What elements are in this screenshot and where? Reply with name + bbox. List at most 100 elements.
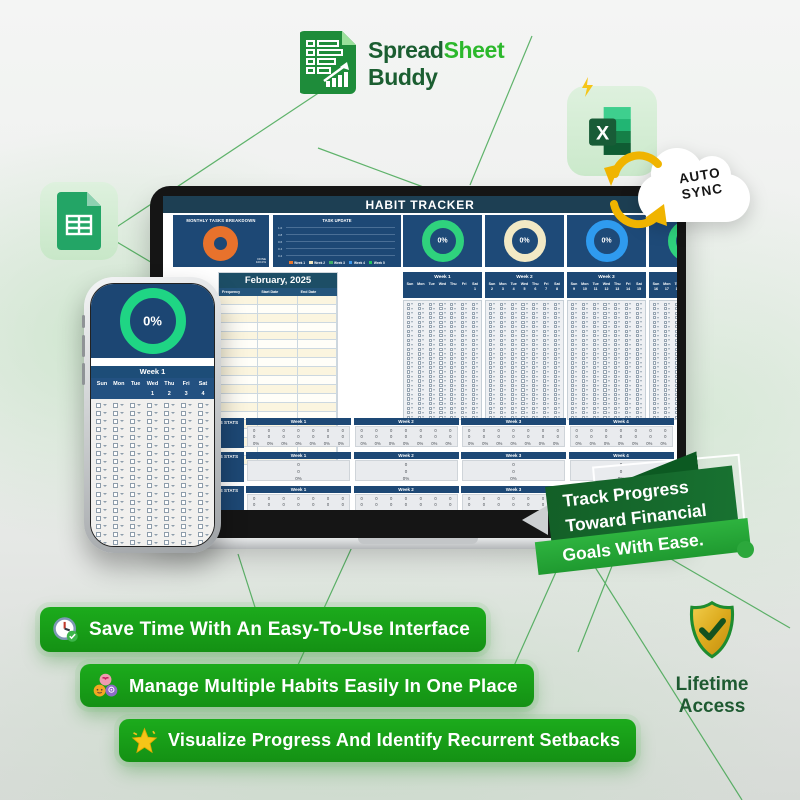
laptop-screen: HABIT TRACKER MONTHLY TASKS BREAKDOWN DO… — [163, 196, 677, 510]
week-checkbox-grid — [567, 300, 646, 420]
google-sheets-badge — [40, 182, 118, 260]
calendar-row — [219, 296, 337, 305]
monthly-title: MONTHLY TASKS BREAKDOWN — [186, 218, 256, 223]
calendar-row — [219, 358, 337, 368]
sync-arrows-icon — [604, 151, 667, 229]
svg-text:X: X — [596, 122, 610, 144]
task-chart-area: 1.0 0.8 0.6 0.4 0.2 — [278, 226, 395, 258]
logo-text-line1: SpreadSheet — [368, 37, 505, 63]
calendar-row — [219, 331, 337, 341]
phone-checkbox-grid — [91, 399, 214, 546]
clock-icon — [52, 616, 79, 643]
legend-item: Week 5 — [368, 261, 385, 265]
phone-donut-panel: 0% — [91, 284, 214, 358]
week-checkbox-grid — [649, 300, 677, 420]
week-checkbox-grid — [403, 300, 482, 420]
calendar-row — [219, 340, 337, 350]
calendar-row — [219, 304, 337, 314]
laptop-base — [112, 538, 724, 549]
excel-icon: X — [589, 107, 631, 155]
calendar-column: Start Date — [261, 290, 279, 294]
calendar-body — [219, 296, 337, 465]
excel-badge: X — [567, 86, 657, 176]
legend-item: Week 2 — [309, 261, 325, 265]
week-checkbox-grid — [485, 300, 564, 420]
chart-gridline: 0.8 — [278, 233, 395, 237]
logo-icon — [300, 31, 356, 94]
calendar-panel: February, 2025 Frequency Start Date End Da… — [218, 272, 338, 465]
calendar-row — [219, 349, 337, 359]
banner-text: Visualize Progress And Identify Recurren… — [168, 730, 621, 750]
calendar-title: February, 2025 — [219, 273, 337, 288]
spark-icon — [582, 77, 593, 97]
banner-text: Manage Multiple Habits Easily In One Pla… — [129, 674, 518, 696]
lifetime-badge: Lifetime Access — [664, 600, 760, 718]
calendar-row — [219, 367, 337, 377]
week-header: Week 4SunMonTueWedThuFriSat1617181920212… — [649, 272, 677, 298]
google-sheets-icon — [57, 192, 101, 250]
chart-gridline: 0.6 — [278, 240, 395, 244]
feature-banner-3: Visualize Progress And Identify Recurren… — [119, 719, 637, 762]
legend-item: Week 3 — [329, 261, 345, 265]
star-icon — [131, 727, 158, 754]
logo-text-line2: Buddy — [368, 63, 438, 90]
calendar-row — [219, 313, 337, 323]
chart-gridline: 1.0 — [278, 226, 395, 230]
shield-icon — [689, 600, 735, 659]
calendar-header: Frequency Start Date End Date — [219, 288, 337, 296]
feature-banner-2: Manage Multiple Habits Easily In One Pla… — [80, 664, 534, 707]
task-update-panel: TASK UPDATE 1.0 0.8 0.6 0.4 0.2 Week 1 Week 2… — [273, 215, 401, 267]
ribbon-back-fold — [522, 505, 548, 535]
laptop-base-notch — [358, 538, 478, 544]
calendar-row — [219, 402, 337, 412]
laptop-mockup: HABIT TRACKER MONTHLY TASKS BREAKDOWN DO… — [112, 186, 724, 549]
habits-icon — [92, 672, 119, 699]
legend-item: Week 4 — [348, 261, 365, 265]
chart-gridline: 0.2 — [278, 254, 395, 258]
donut-panel: 0% — [403, 215, 482, 267]
task-update-title: TASK UPDATE — [322, 218, 352, 223]
calendar-column: End Date — [300, 290, 317, 294]
donut-panel: 0% — [649, 215, 677, 267]
calendar-row — [219, 322, 337, 332]
phone-button — [82, 335, 85, 357]
feature-banner-1: Save Time With An Easy-To-Use Interface — [40, 607, 487, 652]
phone-week-header: Week 1 — [91, 366, 214, 378]
calendar-column: Frequency — [222, 290, 241, 294]
phone-donut-value: 0% — [143, 313, 162, 329]
ribbon-dot — [737, 541, 754, 558]
logo: SpreadSheet Buddy — [300, 31, 505, 94]
banner-text: Save Time With An Easy-To-Use Interface — [89, 618, 471, 640]
legend-item: Week 1 — [289, 261, 305, 265]
phone-donut — [119, 288, 186, 354]
phone-button — [82, 315, 85, 328]
sheet-title-bar: HABIT TRACKER — [163, 196, 677, 213]
donut-panel: 0% — [485, 215, 564, 267]
calendar-row — [219, 376, 337, 385]
chart-gridline: 0.4 — [278, 247, 395, 251]
lifetime-label: Lifetime Access — [675, 674, 749, 717]
monthly-donut — [203, 226, 238, 261]
